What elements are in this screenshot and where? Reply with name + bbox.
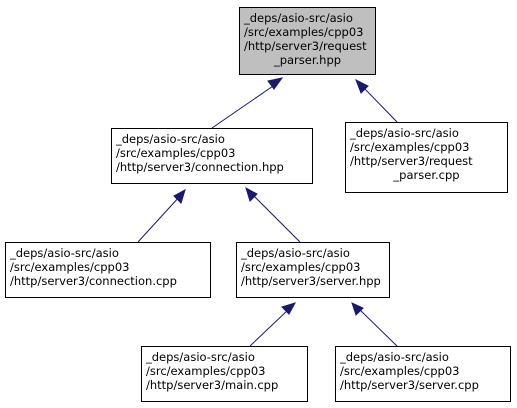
node-label-line: _deps/asio-src/asio: [350, 126, 459, 140]
node-connection-cpp[interactable]: _deps/asio-src/asio /src/examples/cpp03 …: [5, 242, 211, 298]
edge-request-parser-cpp-to-request-parser-hpp: [363, 87, 398, 123]
node-main-cpp[interactable]: _deps/asio-src/asio /src/examples/cpp03 …: [141, 346, 308, 402]
arrowhead-connection-hpp-to-request-parser-hpp: [267, 77, 284, 90]
node-label-line: /http/server3/connection.hpp: [116, 160, 284, 174]
node-label-line: /http/server3/request: [244, 39, 367, 53]
arrowhead-connection-cpp-to-connection-hpp: [173, 188, 186, 204]
node-label-line: _deps/asio-src/asio: [146, 350, 255, 364]
node-label-line: _deps/asio-src/asio: [340, 350, 449, 364]
node-label-line: /src/examples/cpp03: [116, 146, 236, 160]
node-label-line: _parser.hpp: [273, 53, 342, 67]
edge-server-cpp-to-server-hpp: [358, 308, 398, 347]
node-label-line: /http/server3/main.cpp: [146, 378, 279, 392]
edge-main-cpp-to-server-hpp: [249, 308, 290, 347]
node-connection-hpp[interactable]: _deps/asio-src/asio /src/examples/cpp03 …: [111, 128, 313, 184]
node-server-hpp[interactable]: _deps/asio-src/asio /src/examples/cpp03 …: [236, 242, 390, 298]
node-label-line: /http/server3/request: [350, 154, 473, 168]
node-label-line: /http/server3/server.cpp: [340, 378, 479, 392]
node-label-line: /src/examples/cpp03: [146, 364, 266, 378]
arrowhead-server-cpp-to-server-hpp: [351, 302, 364, 316]
node-server-cpp[interactable]: _deps/asio-src/asio /src/examples/cpp03 …: [335, 346, 511, 402]
edge-server-hpp-to-connection-hpp: [253, 195, 301, 243]
edge-connection-hpp-to-request-parser-hpp: [211, 83, 277, 129]
arrowhead-request-parser-cpp-to-request-parser-hpp: [355, 78, 369, 94]
node-label-line: _deps/asio-src/asio: [241, 246, 350, 260]
node-label-line: /src/examples/cpp03: [340, 364, 460, 378]
node-label-line: _parser.cpp: [393, 168, 460, 182]
node-label-line: /src/examples/cpp03: [350, 140, 470, 154]
node-request-parser-hpp: _deps/asio-src/asio /src/examples/cpp03 …: [239, 7, 376, 75]
node-label-line: /http/server3/connection.cpp: [10, 274, 177, 288]
edge-connection-cpp-to-connection-hpp: [137, 195, 181, 243]
node-label-line: /src/examples/cpp03: [241, 260, 361, 274]
node-label-line: _deps/asio-src/asio: [116, 132, 225, 146]
node-request-parser-cpp[interactable]: _deps/asio-src/asio /src/examples/cpp03 …: [345, 122, 508, 193]
node-label-line: /src/examples/cpp03: [244, 25, 364, 39]
arrowhead-main-cpp-to-server-hpp: [281, 302, 297, 315]
node-label-line: _deps/asio-src/asio: [10, 246, 119, 260]
node-label-line: _deps/asio-src/asio: [244, 11, 353, 25]
arrowhead-server-hpp-to-connection-hpp: [245, 186, 258, 202]
node-label-line: /src/examples/cpp03: [10, 260, 130, 274]
node-label-line: /http/server3/server.hpp: [241, 274, 381, 288]
